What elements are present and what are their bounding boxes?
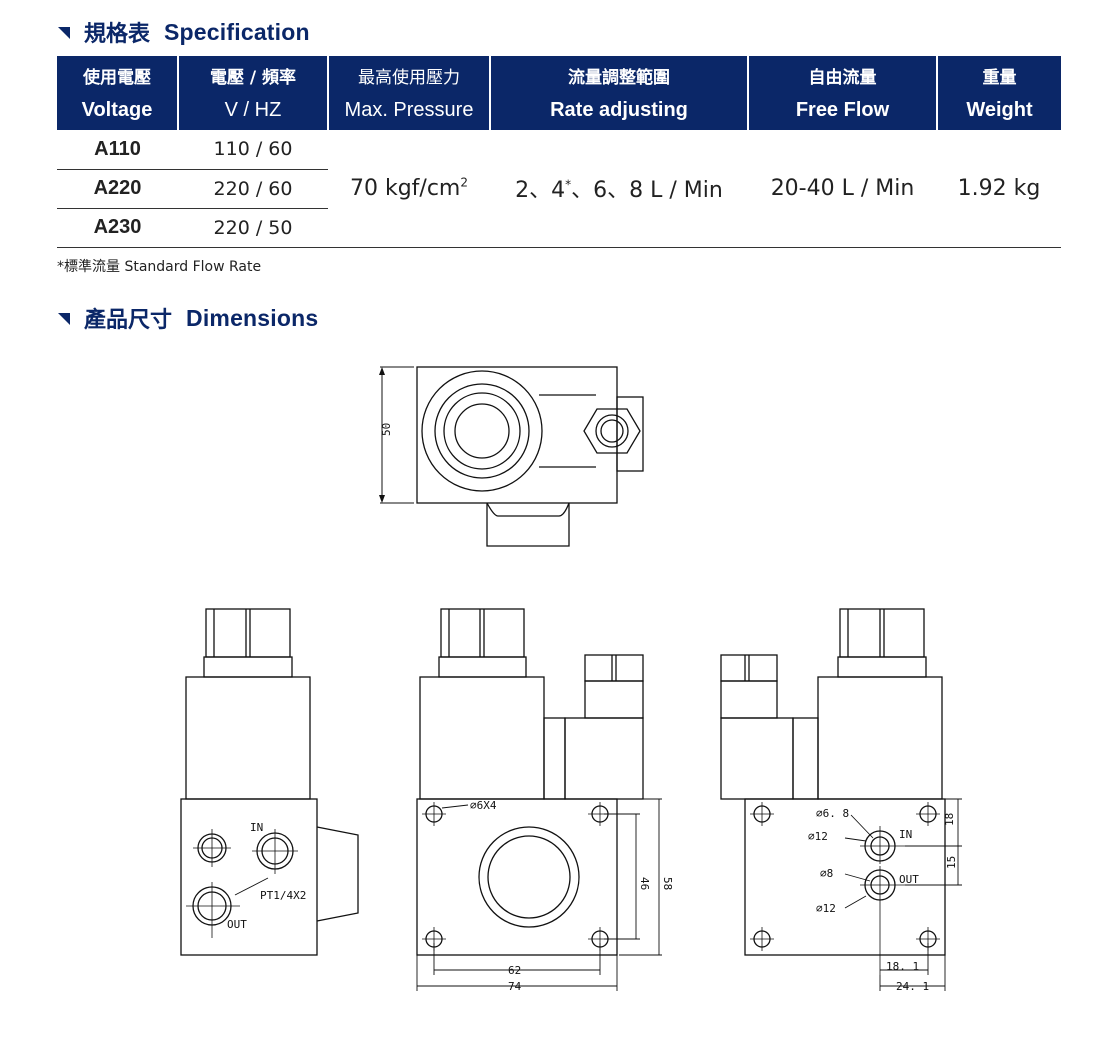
dim-58: 58 bbox=[661, 877, 674, 890]
dim-title-en: Dimensions bbox=[186, 304, 319, 331]
side-view-left bbox=[180, 608, 359, 956]
free-flow-cell: 20-40 L / Min bbox=[748, 130, 937, 248]
dim-46: 46 bbox=[638, 877, 651, 890]
pressure-cell: 70 kgf/cm2 bbox=[328, 130, 490, 248]
port-note: PT1/4X2 bbox=[260, 889, 306, 902]
dim-title-zh: 產品尺寸 bbox=[84, 308, 173, 333]
dim-d12-in: ⌀12 bbox=[808, 830, 828, 843]
volt-cell: 220 / 50 bbox=[178, 208, 328, 248]
footnote: *標準流量 Standard Flow Rate bbox=[57, 259, 262, 275]
out-label-right: OUT bbox=[899, 873, 919, 886]
model-cell: A110 bbox=[57, 130, 178, 170]
dim-d8: ⌀8 bbox=[820, 867, 833, 880]
model-cell: A230 bbox=[57, 208, 178, 248]
triangle-bullet-icon bbox=[58, 27, 70, 39]
dim-62: 62 bbox=[508, 964, 521, 977]
top-view bbox=[379, 366, 644, 547]
table-row: A220 220 / 60 bbox=[57, 169, 1061, 209]
weight-cell: 1.92 kg bbox=[937, 130, 1061, 248]
in-label: IN bbox=[250, 821, 263, 834]
volt-cell: 110 / 60 bbox=[178, 130, 328, 170]
side-view-right bbox=[720, 608, 962, 991]
dim-18: 18 bbox=[943, 813, 956, 826]
dim-d12-out: ⌀12 bbox=[816, 902, 836, 915]
dim-50: 50 bbox=[380, 423, 393, 436]
rate-cell: 2、4*、6、8 L / Min bbox=[490, 130, 748, 248]
table-row: A230 220 / 50 bbox=[57, 208, 1061, 248]
spec-title-zh: 規格表 bbox=[84, 22, 151, 47]
dim-d6-8: ⌀6. 8 bbox=[816, 807, 849, 820]
model-cell: A220 bbox=[57, 169, 178, 209]
dim-24-1: 24. 1 bbox=[896, 980, 929, 993]
volt-cell: 220 / 60 bbox=[178, 169, 328, 209]
dim-section-title: 產品尺寸 Dimensions bbox=[58, 302, 318, 334]
spec-title-en: Specification bbox=[164, 18, 310, 45]
front-view bbox=[416, 608, 662, 991]
triangle-bullet-icon bbox=[58, 313, 70, 325]
spec-section-title: 規格表 Specification bbox=[58, 16, 310, 48]
dim-18-1: 18. 1 bbox=[886, 960, 919, 973]
hole-note: ⌀6X4 bbox=[470, 799, 497, 812]
dim-15: 15 bbox=[945, 856, 958, 869]
table-row: A110 110 / 60 70 kgf/cm2 2、4*、6、8 L / Mi… bbox=[57, 130, 1061, 248]
in-label-right: IN bbox=[899, 828, 912, 841]
out-label: OUT bbox=[227, 918, 247, 931]
dim-74: 74 bbox=[508, 980, 522, 993]
